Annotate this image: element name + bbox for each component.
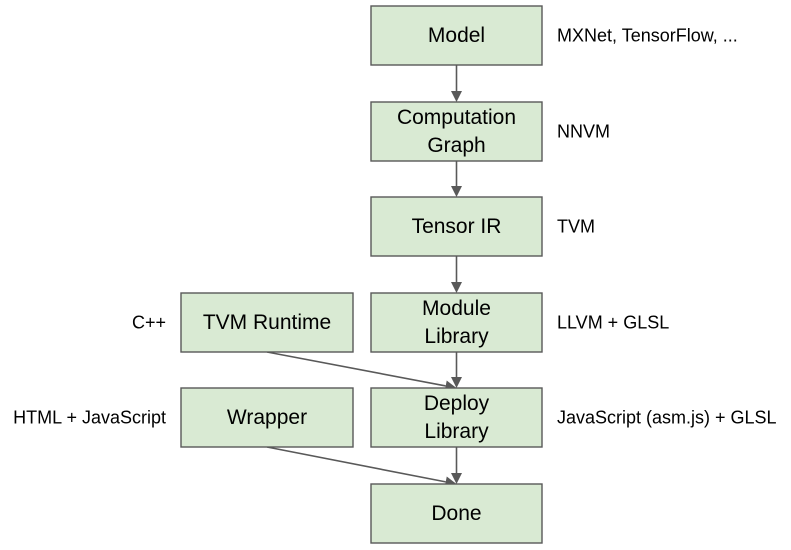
node-label-deploy-library: Deploy <box>424 392 490 415</box>
node-box-model <box>370 5 543 66</box>
annotation-module-library: LLVM + GLSL <box>557 313 669 333</box>
node-box-done <box>370 483 543 544</box>
edge-wrapper-to-done <box>266 446 457 488</box>
annotation-tvm-runtime: C++ <box>132 313 166 333</box>
edge-model-to-computation-graph <box>451 65 462 102</box>
node-label-wrapper: Wrapper <box>227 406 307 429</box>
annotation-model: MXNet, TensorFlow, ... <box>557 26 738 46</box>
node-box-module-library <box>370 292 543 353</box>
edge-wrapper-to-done-line <box>266 446 446 483</box>
annotation-wrapper: HTML + JavaScript <box>13 408 166 428</box>
node-label-done: Done <box>431 502 481 525</box>
edge-deploy-library-to-done <box>451 447 462 484</box>
edge-tensor-ir-to-module-library <box>451 256 462 293</box>
node-box-computation-graph <box>370 101 543 162</box>
node-box-tensor-ir <box>370 196 543 257</box>
edge-model-to-computation-graph-arrowhead <box>451 91 462 102</box>
edge-computation-graph-to-tensor-ir-arrowhead <box>451 186 462 197</box>
edge-computation-graph-to-tensor-ir <box>451 161 462 197</box>
annotation-tensor-ir: TVM <box>557 217 595 237</box>
edge-module-library-to-deploy-library <box>451 352 462 388</box>
node-box-deploy-library <box>370 387 543 448</box>
node-tvm-runtime: TVM Runtime <box>180 292 354 353</box>
node-box-tvm-runtime <box>180 292 354 353</box>
annotation-deploy-library: JavaScript (asm.js) + GLSL <box>557 408 777 428</box>
edge-tensor-ir-to-module-library-arrowhead <box>451 282 462 293</box>
edge-module-library-to-deploy-library-arrowhead <box>451 377 462 388</box>
node-tensor-ir: Tensor IR <box>370 196 543 257</box>
node-label-model: Model <box>428 24 485 47</box>
annotations-layer: MXNet, TensorFlow, ... NNVM TVM LLVM + GLSL… <box>13 26 776 428</box>
edge-tvm-runtime-to-deploy-library <box>266 351 457 392</box>
edge-deploy-library-to-done-arrowhead <box>451 473 462 484</box>
node-label-module-library: Module <box>422 297 491 320</box>
node-label-tensor-ir: Tensor IR <box>412 215 502 238</box>
node-label-computation-graph: Graph <box>427 134 485 157</box>
node-label-deploy-library: Library <box>424 420 489 443</box>
edge-tvm-runtime-to-deploy-library-line <box>266 351 446 387</box>
node-wrapper: Wrapper <box>180 387 354 448</box>
node-model: Model <box>370 5 543 66</box>
node-label-tvm-runtime: TVM Runtime <box>203 311 331 334</box>
node-label-computation-graph: Computation <box>397 106 516 129</box>
node-label-module-library: Library <box>424 325 489 348</box>
annotation-computation-graph: NNVM <box>557 122 610 142</box>
node-done: Done <box>370 483 543 544</box>
node-box-wrapper <box>180 387 354 448</box>
